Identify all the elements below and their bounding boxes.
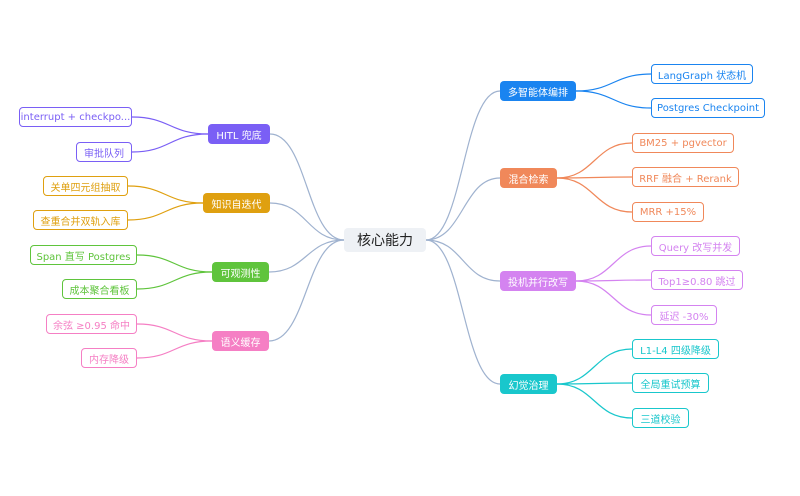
connector-b2-leaf-0 <box>556 142 633 179</box>
leaf-langgraph-state-machine[interactable]: LangGraph 状态机 <box>651 64 753 84</box>
leaf-triple-validation[interactable]: 三道校验 <box>632 408 689 428</box>
connector-b2-leaf-2 <box>556 177 633 213</box>
connector-b3 <box>425 239 501 282</box>
leaf-approval-queue[interactable]: 审批队列 <box>76 142 132 162</box>
connector-b6 <box>269 202 345 241</box>
connector-b1-leaf-0 <box>575 73 652 92</box>
leaf-top1-skip[interactable]: Top1≥0.80 跳过 <box>651 270 743 290</box>
connector-b4-leaf-1 <box>556 382 633 385</box>
leaf-rrf-rerank[interactable]: RRF 融合 + Rerank <box>632 167 739 187</box>
leaf-quadruple-extraction[interactable]: 关单四元组抽取 <box>43 176 128 196</box>
connector-b2-leaf-1 <box>556 176 633 179</box>
connector-b5 <box>269 133 345 241</box>
root-node[interactable]: 核心能力 <box>344 228 426 252</box>
leaf-cost-dashboard[interactable]: 成本聚合看板 <box>62 279 137 299</box>
connector-b1 <box>425 90 501 241</box>
leaf-cosine-hit[interactable]: 余弦 ≥0.95 命中 <box>46 314 137 334</box>
connector-b1-leaf-1 <box>575 90 652 109</box>
connector-b5-leaf-1 <box>131 133 209 153</box>
leaf-dedup-merge-ingest[interactable]: 查重合并双轨入库 <box>33 210 128 230</box>
leaf-bm25-pgvector[interactable]: BM25 + pgvector <box>632 133 734 153</box>
connector-b3-leaf-0 <box>575 245 652 282</box>
connector-b8-leaf-1 <box>136 340 213 359</box>
connector-b3-leaf-2 <box>575 280 652 316</box>
branch-knowledge-self-iteration[interactable]: 知识自迭代 <box>203 193 270 213</box>
connector-b6-leaf-1 <box>127 202 204 221</box>
branch-multi-agent-orchestration[interactable]: 多智能体编排 <box>500 81 576 101</box>
connector-b2 <box>425 177 501 241</box>
branch-hitl-fallback[interactable]: HITL 兜底 <box>208 124 270 144</box>
leaf-query-rewrite-concurrent[interactable]: Query 改写并发 <box>651 236 740 256</box>
leaf-latency-reduction[interactable]: 延迟 -30% <box>651 305 717 325</box>
leaf-postgres-checkpoint[interactable]: Postgres Checkpoint <box>651 98 765 118</box>
connector-b7-leaf-0 <box>136 254 213 273</box>
branch-observability[interactable]: 可观测性 <box>212 262 269 282</box>
leaf-interrupt-checkpoint[interactable]: interrupt + checkpo... <box>19 107 132 127</box>
connector-b7 <box>268 239 345 273</box>
connector-b8-leaf-0 <box>136 323 213 342</box>
leaf-four-level-degradation[interactable]: L1-L4 四级降级 <box>632 339 719 359</box>
connector-b4 <box>425 239 501 385</box>
connector-b8 <box>268 239 345 342</box>
leaf-span-postgres[interactable]: Span 直写 Postgres <box>30 245 137 265</box>
branch-speculative-parallel-rewrite[interactable]: 投机并行改写 <box>500 271 576 291</box>
connector-b4-leaf-0 <box>556 348 633 385</box>
connector-b7-leaf-1 <box>136 271 213 290</box>
leaf-mrr-gain[interactable]: MRR +15% <box>632 202 704 222</box>
connector-b3-leaf-1 <box>575 279 652 282</box>
connector-b6-leaf-0 <box>127 185 204 204</box>
branch-hallucination-governance[interactable]: 幻觉治理 <box>500 374 557 394</box>
leaf-global-retry-budget[interactable]: 全局重试预算 <box>632 373 709 393</box>
branch-hybrid-retrieval[interactable]: 混合检索 <box>500 168 557 188</box>
connector-b4-leaf-2 <box>556 383 633 419</box>
connector-b5-leaf-0 <box>131 116 209 135</box>
leaf-memory-fallback[interactable]: 内存降级 <box>81 348 137 368</box>
branch-semantic-cache[interactable]: 语义缓存 <box>212 331 269 351</box>
